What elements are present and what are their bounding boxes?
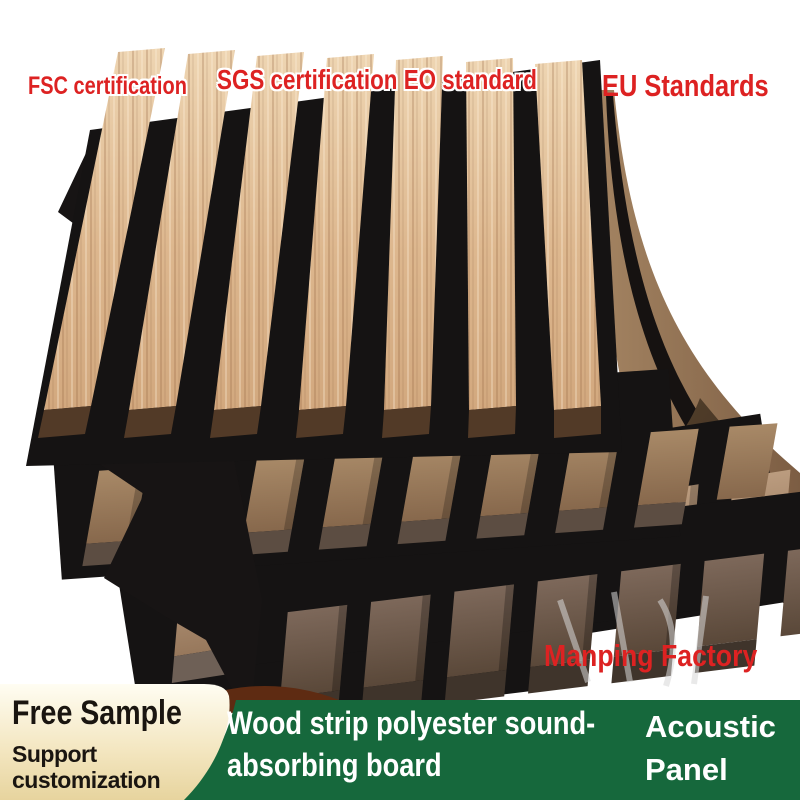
oak-panel [26,48,622,466]
category-line-2: Panel [645,751,728,787]
fsc-certification-label: FSC certification [28,72,187,100]
product-title-line-1: Wood strip polyester sound- [227,705,596,741]
banner [0,684,800,800]
banner-cream-panel [0,684,230,800]
support-line-2: customization [12,766,161,793]
slat-row-3 [216,483,800,728]
product-title-line-2: absorbing board [227,746,442,783]
factory-name-label: Manping Factory [544,638,758,673]
support-line-1: Support [12,741,97,767]
category-line-1: Acoustic [645,709,776,744]
banner-green-panel [182,700,800,800]
free-sample-label: Free Sample [12,694,182,732]
support-customization-label: Support customization [12,741,161,794]
watermark [557,591,709,687]
sgs-certification-label: SGS certification EO standard [217,64,537,95]
oak-slats [38,48,601,438]
category-label: Acoustic Panel [645,706,776,792]
eu-standards-label: EU Standards [602,68,769,103]
product-title: Wood strip polyester sound- absorbing bo… [227,703,660,786]
